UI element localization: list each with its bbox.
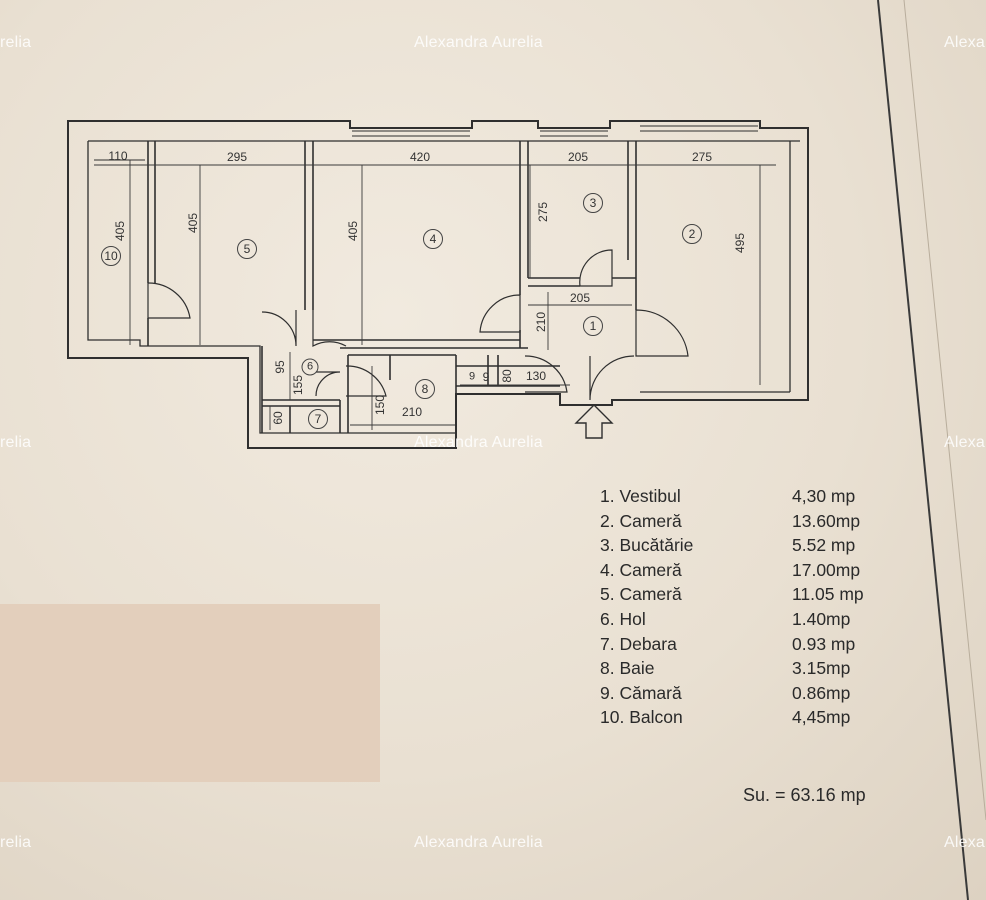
legend-row: 4. Cameră 17.00mp — [600, 558, 900, 583]
room-marker-camera-4: 4 — [423, 229, 443, 249]
room-marker-camera-5: 5 — [237, 239, 257, 259]
dimension-label: 420 — [409, 150, 431, 164]
watermark: Alexandra Aurelia — [414, 34, 543, 51]
dimension-label: 205 — [569, 291, 591, 305]
legend-room-area: 3.15mp — [792, 658, 851, 679]
legend-room-name: 1. Vestibul — [600, 486, 681, 506]
legend-room-area: 4,45mp — [792, 707, 851, 728]
dimension-label: 295 — [226, 150, 248, 164]
room-marker-camara: 9 — [468, 370, 476, 383]
legend-room-name: 2. Cameră — [600, 510, 682, 531]
watermark-cropped-left: relia — [0, 434, 32, 451]
dimension-label: 405 — [113, 220, 127, 242]
watermark: Alexandra Aurelia — [414, 434, 543, 451]
door-swings — [147, 249, 689, 401]
redacted-area — [0, 604, 380, 782]
room-marker-debara: 7 — [308, 409, 328, 429]
legend-row: 8. Baie 3.15mp — [600, 656, 900, 681]
legend-room-name: 10. Balcon — [600, 707, 683, 728]
watermark-cropped-left: relia — [0, 34, 32, 51]
legend-row: 10. Balcon 4,45mp — [600, 705, 900, 730]
legend-room-area: 4,30 mp — [792, 486, 856, 506]
dimension-label: 80 — [500, 369, 514, 383]
dimension-label: 275 — [691, 150, 713, 164]
legend-row: 9. Cămară 0.86mp — [600, 681, 900, 706]
dimension-label: 155 — [291, 374, 305, 396]
total-area: Su. = 63.16 mp — [743, 785, 866, 805]
legend-row: 1. Vestibul 4,30 mp — [600, 484, 900, 509]
interior-walls — [147, 141, 637, 433]
legend-room-area: 1.40mp — [792, 608, 851, 629]
dimension-label: 210 — [401, 405, 423, 419]
legend-room-area: 13.60mp — [792, 510, 861, 531]
dimension-lines — [94, 160, 776, 430]
legend-room-name: 6. Hol — [600, 608, 646, 629]
legend-room-name: 8. Baie — [600, 658, 655, 679]
legend-room-name: 9. Cămară — [600, 682, 682, 703]
legend-row: 2. Cameră 13.60mp — [600, 509, 900, 534]
legend-row: 6. Hol 1.40mp — [600, 607, 900, 632]
legend-room-area: 0.86mp — [792, 682, 851, 703]
legend-room-area: 5.52 mp — [792, 535, 856, 556]
watermark-cropped-right: Alexa — [944, 34, 986, 51]
watermark: Alexandra Aurelia — [414, 834, 543, 851]
room-marker-balcon: 10 — [101, 246, 121, 266]
dimension-label: 60 — [271, 411, 285, 425]
legend-room-area: 0.93 mp — [792, 633, 856, 654]
legend-room-name: 3. Bucătărie — [600, 535, 694, 556]
room-marker-camera-2: 2 — [682, 224, 702, 244]
room-marker-bucatarie: 3 — [583, 193, 603, 213]
dimension-label: 9 — [482, 370, 490, 384]
outer-walls — [67, 120, 809, 449]
dimension-label: 405 — [346, 220, 360, 242]
dimension-label: 405 — [186, 212, 200, 234]
watermark-cropped-left: relia — [0, 834, 32, 851]
entrance-arrow — [574, 404, 614, 439]
room-area-legend: 1. Vestibul 4,30 mp 2. Cameră 13.60mp 3. B… — [600, 484, 900, 730]
watermark-cropped-right: Alexa — [944, 434, 986, 451]
dimension-label: 205 — [567, 150, 589, 164]
legend-room-name: 5. Cameră — [600, 584, 682, 605]
legend-row: 7. Debara 0.93 mp — [600, 632, 900, 657]
room-marker-baie: 8 — [415, 379, 435, 399]
legend-room-area: 11.05 mp — [792, 584, 864, 605]
dimension-label: 95 — [273, 360, 287, 374]
legend-room-name: 4. Cameră — [600, 559, 682, 580]
watermark-cropped-right: Alexa — [944, 834, 986, 851]
dimension-label: 130 — [525, 369, 547, 383]
dimension-label: 110 — [108, 149, 128, 163]
legend-row: 5. Cameră 11.05 mp — [600, 582, 900, 607]
legend-room-name: 7. Debara — [600, 633, 677, 654]
dimension-label: 275 — [536, 201, 550, 223]
paper-edge-lines — [877, 0, 986, 900]
legend-room-area: 17.00mp — [792, 559, 861, 580]
dimension-label: 150 — [373, 394, 387, 416]
room-marker-hol: 6 — [301, 358, 319, 376]
legend-row: 3. Bucătărie 5.52 mp — [600, 533, 900, 558]
dimension-label: 210 — [534, 311, 548, 333]
room-marker-vestibul: 1 — [583, 316, 603, 336]
dimension-label: 495 — [733, 232, 747, 254]
